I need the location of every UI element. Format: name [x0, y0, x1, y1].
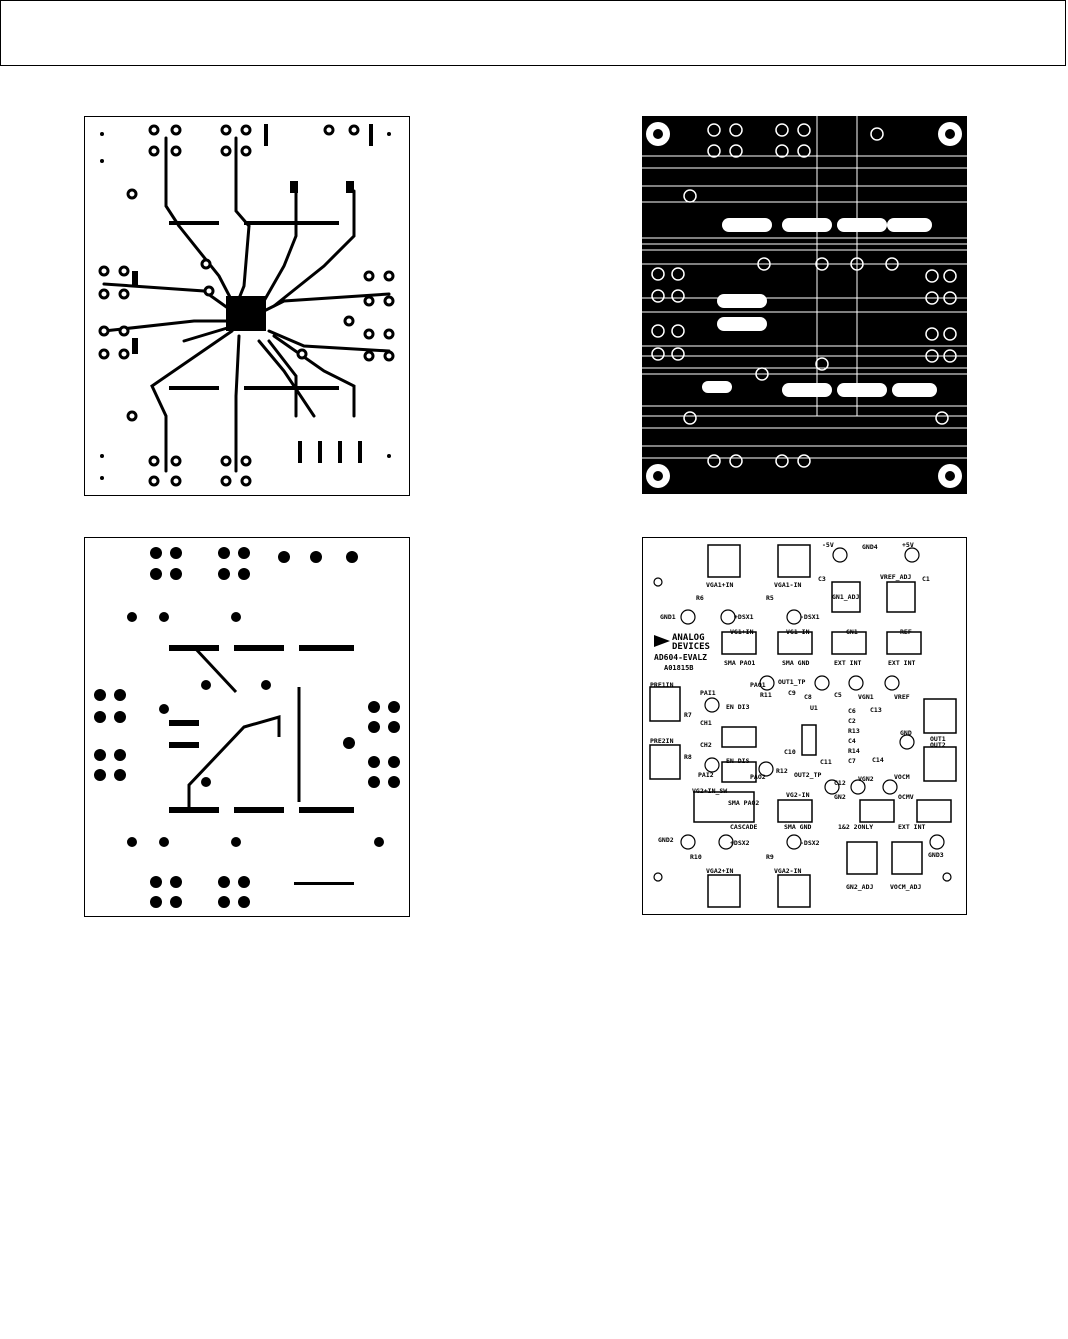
silkscreen-label: 1&2 2ONLY: [838, 823, 873, 831]
silkscreen-label: EXT INT: [888, 659, 915, 667]
silkscreen-label: OUT2_TP: [794, 771, 821, 779]
silkscreen-label: SMA PAO1: [724, 659, 755, 667]
silkscreen-label: OCMV: [898, 793, 914, 801]
silkscreen-label: EXT INT: [834, 659, 861, 667]
silkscreen-label: VREF: [894, 693, 910, 701]
silkscreen-label: C1: [922, 575, 930, 583]
silkscreen-label: VREF_ADJ: [880, 573, 911, 581]
silkscreen-label: VOCM_ADJ: [890, 883, 921, 891]
silkscreen-label: GND: [900, 729, 912, 737]
silkscreen-label: C5: [834, 691, 842, 699]
silkscreen-label: VGA2-IN: [774, 867, 801, 875]
pcb-inner-layer-figure: [642, 116, 967, 494]
pcb-silkscreen-figure: ANALOG DEVICES AD604-EVALZ A01815B -5V GN…: [642, 537, 967, 915]
silkscreen-label: CASCADE: [730, 823, 757, 831]
silkscreen-label: GND2: [658, 836, 674, 844]
silkscreen-label: PAI2: [698, 771, 714, 779]
silkscreen-label: SMA PAO2: [728, 799, 759, 807]
silkscreen-label: SMA GND: [782, 659, 809, 667]
pcb-bottom-layer-drawing: [84, 537, 410, 917]
silkscreen-label: R10: [690, 853, 702, 861]
silkscreen-label: GND1: [660, 613, 676, 621]
silkscreen-label: R11: [760, 691, 772, 699]
pcb-silkscreen-drawing: ANALOG DEVICES AD604-EVALZ A01815B -5V GN…: [642, 537, 967, 915]
silkscreen-label: EXT INT: [898, 823, 925, 831]
silkscreen-label: C8: [804, 693, 812, 701]
silkscreen-label: VG1+IN: [730, 628, 754, 636]
silkscreen-label: VGA1-IN: [774, 581, 801, 589]
silkscreen-label: PRE2IN: [650, 737, 674, 745]
silkscreen-label: VOCM: [894, 773, 910, 781]
silkscreen-label: OUT2: [930, 741, 946, 749]
pcb-bottom-layer-figure: [84, 537, 410, 917]
silkscreen-label: R12: [776, 767, 788, 775]
silkscreen-label: PAO2: [750, 773, 766, 781]
silkscreen-label: C7: [848, 757, 856, 765]
silkscreen-label: PRE1IN: [650, 681, 674, 689]
silkscreen-label: R5: [766, 594, 774, 602]
silkscreen-label: VGA1+IN: [706, 581, 733, 589]
silkscreen-label: VGA2+IN: [706, 867, 733, 875]
silkscreen-label: U1: [810, 704, 818, 712]
silkscreen-label: GN2_ADJ: [846, 883, 873, 891]
silkscreen-label: -DSX1: [800, 613, 820, 621]
silkscreen-label: C14: [872, 756, 884, 764]
silkscreen-label: R6: [696, 594, 704, 602]
silkscreen-label: GND3: [928, 851, 944, 859]
silkscreen-label: R14: [848, 747, 860, 755]
silkscreen-label: SMA GND: [784, 823, 811, 831]
silkscreen-label: R7: [684, 711, 692, 719]
page-header-box: [0, 0, 1066, 66]
silkscreen-label: GN1_ADJ: [832, 593, 859, 601]
silkscreen-label: EN DIS: [726, 757, 750, 765]
silkscreen-label: C11: [820, 758, 832, 766]
silkscreen-label: C6: [848, 707, 856, 715]
silkscreen-label: C4: [848, 737, 856, 745]
pcb-top-layer-figure: [84, 116, 410, 496]
silkscreen-label: -DSX2: [800, 839, 820, 847]
silkscreen-label: VGN2: [858, 775, 874, 783]
board-name: AD604-EVALZ: [654, 653, 707, 662]
silkscreen-label: +5V: [902, 541, 914, 549]
silkscreen-label: OUT1: [930, 735, 946, 743]
silkscreen-label: CH1: [700, 719, 712, 727]
silkscreen-label: CH2: [700, 741, 712, 749]
silkscreen-label: C2: [848, 717, 856, 725]
silkscreen-label: VG1-IN: [786, 628, 810, 636]
silkscreen-label: GN2: [834, 793, 846, 801]
silkscreen-label: REF: [900, 628, 912, 636]
silkscreen-label: R13: [848, 727, 860, 735]
silkscreen-label: +DSX1: [734, 613, 754, 621]
silkscreen-label: GN1: [846, 628, 858, 636]
silkscreen-label: C3: [818, 575, 826, 583]
silkscreen-label: VG2-IN: [786, 791, 810, 799]
pcb-inner-layer-drawing: [642, 116, 967, 494]
silkscreen-label: -5V: [822, 541, 834, 549]
silkscreen-label: C12: [834, 779, 846, 787]
logo-line2: DEVICES: [672, 642, 710, 652]
silkscreen-label: VG2+IN_SW: [692, 787, 727, 795]
silkscreen-label: C10: [784, 748, 796, 756]
silkscreen-label: R9: [766, 853, 774, 861]
silkscreen-label: OUT1_TP: [778, 678, 805, 686]
silkscreen-label: PAI1: [700, 689, 716, 697]
silkscreen-label: R8: [684, 753, 692, 761]
silkscreen-label: +DSX2: [730, 839, 750, 847]
silkscreen-label: GND4: [862, 543, 878, 551]
board-number: A01815B: [664, 664, 694, 672]
silkscreen-label: C9: [788, 689, 796, 697]
silkscreen-label: EN DI3: [726, 703, 750, 711]
silkscreen-label: PAO1: [750, 681, 766, 689]
silkscreen-label: VGN1: [858, 693, 874, 701]
logo-line1: ANALOG: [672, 633, 705, 643]
analog-devices-logo-icon: [654, 635, 670, 647]
silkscreen-label: C13: [870, 706, 882, 714]
pcb-top-layer-drawing: [84, 116, 410, 496]
